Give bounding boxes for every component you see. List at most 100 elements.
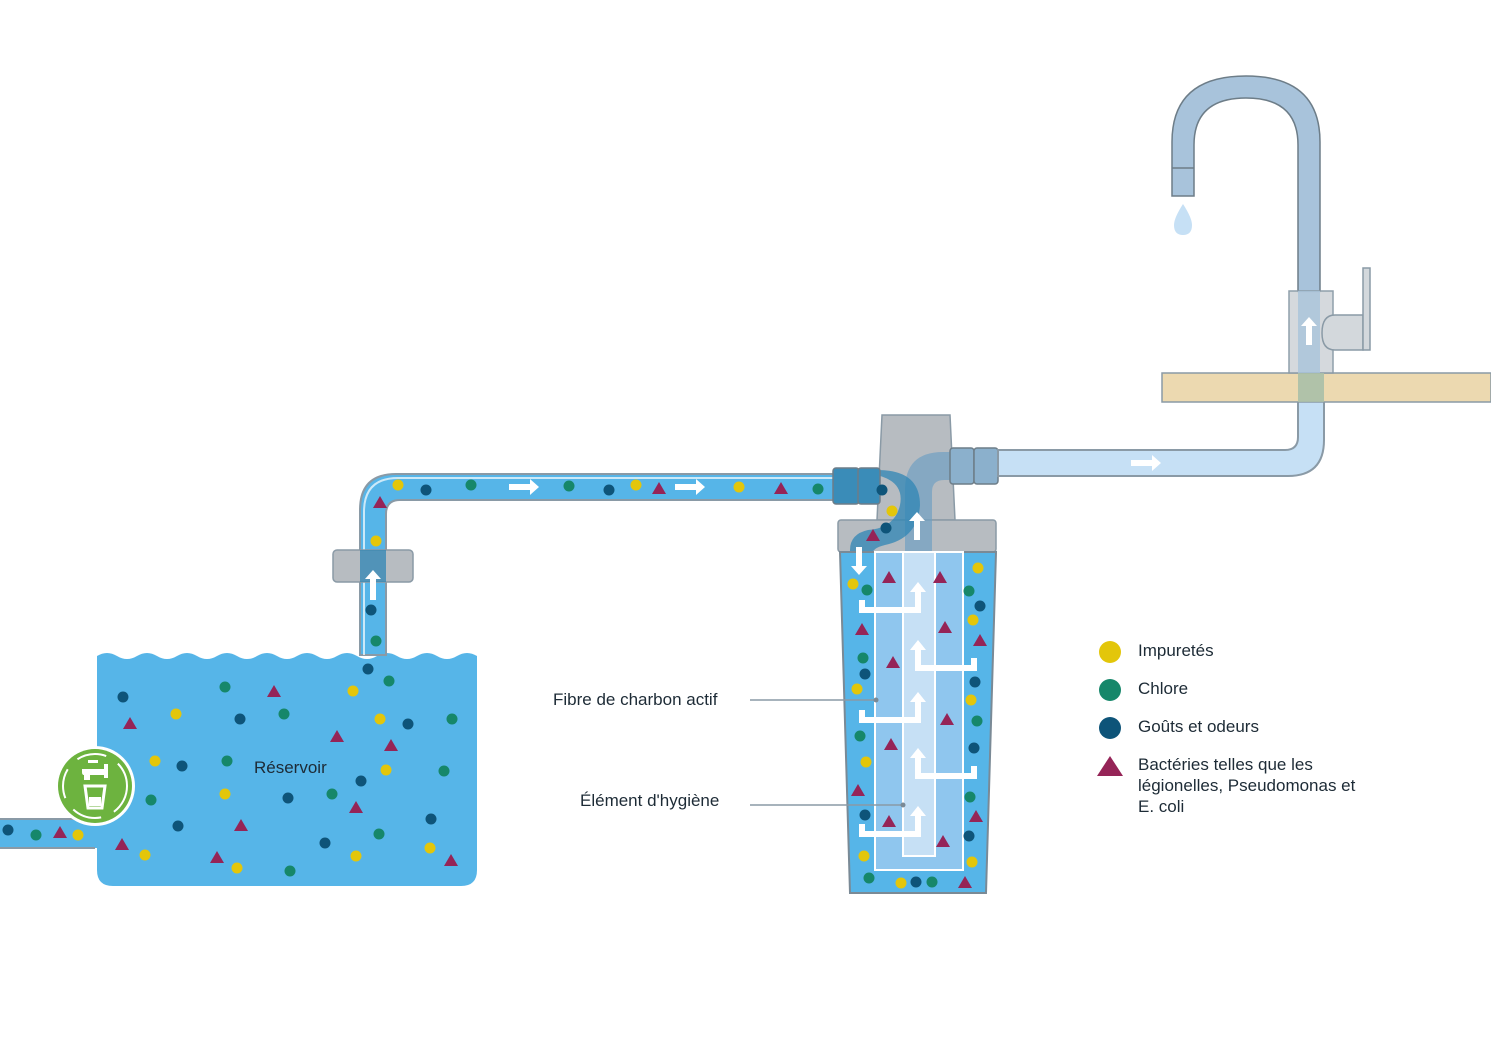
particle-dot — [282, 792, 294, 804]
particle-dot — [2, 824, 14, 836]
bacteria-triangle — [882, 571, 896, 583]
particle-dot — [630, 479, 642, 491]
bacteria-triangle — [969, 810, 983, 822]
bacteria-triangle — [349, 801, 363, 813]
particle-dot — [876, 484, 888, 496]
legend-item-bacteria: Bactéries telles que les légionelles, Ps… — [1096, 754, 1355, 817]
particle-dot — [563, 480, 575, 492]
particle-dot — [966, 856, 978, 868]
particle-dot — [370, 635, 382, 647]
drinking-water-tap-icon — [55, 746, 135, 826]
particle-dot — [362, 663, 374, 675]
particle-dot — [863, 872, 875, 884]
green-dot-icon — [1099, 679, 1121, 701]
bacteria-triangle — [115, 838, 129, 850]
particle-dot — [72, 829, 84, 841]
particle-dot — [812, 483, 824, 495]
legend-label: Chlore — [1138, 679, 1189, 698]
particle-dot — [860, 756, 872, 768]
particle-dot — [221, 755, 233, 767]
bacteria-triangle — [444, 854, 458, 866]
bacteria-triangle — [652, 482, 666, 494]
bacteria-triangle — [53, 826, 67, 838]
bacteria-triangle — [882, 815, 896, 827]
legend-label: Impuretés — [1138, 641, 1214, 660]
particle-dot — [284, 865, 296, 877]
countertop — [1161, 372, 1491, 403]
particle-dot — [857, 652, 869, 664]
particle-dot — [971, 715, 983, 727]
bacteria-triangle — [938, 621, 952, 633]
bacteria-triangle — [373, 496, 387, 508]
flow-arrow-icon — [851, 547, 867, 575]
particle-dot — [964, 791, 976, 803]
particle-dot — [963, 830, 975, 842]
flow-arrow-icon — [915, 758, 977, 779]
particle-dot — [851, 683, 863, 695]
flow-arrow-icon — [365, 570, 381, 600]
particle-dot — [425, 813, 437, 825]
flow-arrow-icon — [859, 592, 921, 613]
bacteria-triangle — [384, 739, 398, 751]
particle-dot — [380, 764, 392, 776]
fibre-label: Fibre de charbon actif — [553, 690, 718, 709]
particle-dot — [234, 713, 246, 725]
bacteria-triangle — [886, 656, 900, 668]
particle-dot — [895, 877, 907, 889]
particle-dot — [886, 505, 898, 517]
particle-dot — [603, 484, 615, 496]
flow-arrow-icon — [1131, 455, 1161, 471]
riser-pipe — [332, 473, 851, 656]
particle-dot — [219, 788, 231, 800]
bacteria-triangle — [958, 876, 972, 888]
bacteria-triangle — [234, 819, 248, 831]
flow-arrow-icon — [909, 512, 925, 540]
particle-dot — [383, 675, 395, 687]
particle-dot — [219, 681, 231, 693]
outlet-pipe — [997, 399, 1325, 477]
flow-arrow-icon — [1301, 317, 1317, 345]
particle-dot — [172, 820, 184, 832]
particle-dot — [170, 708, 182, 720]
particle-dot — [965, 694, 977, 706]
particle-dot — [861, 584, 873, 596]
bacteria-triangle — [936, 835, 950, 847]
particle-dot — [370, 535, 382, 547]
particle-dot — [969, 676, 981, 688]
legend-label: Bactéries telles que les légionelles, Ps… — [1138, 755, 1356, 816]
particle-dot — [967, 614, 979, 626]
particle-dot — [859, 668, 871, 680]
bacteria-triangle — [774, 482, 788, 494]
arrow-head — [910, 692, 926, 702]
reservoir-tank — [97, 653, 477, 886]
bacteria-triangle — [866, 529, 880, 541]
particle-dot — [926, 876, 938, 888]
bacteria-triangle — [123, 717, 137, 729]
bacteria-triangle — [940, 713, 954, 725]
particle-dot — [424, 842, 436, 854]
particle-dot — [278, 708, 290, 720]
particle-dot — [972, 562, 984, 574]
particle-dot — [373, 828, 385, 840]
legend-item-tastes: Goûts et odeurs — [1096, 716, 1355, 740]
bacteria-triangle — [855, 623, 869, 635]
flow-arrow-icon — [859, 816, 921, 837]
flow-arrow-icon — [859, 702, 921, 723]
bacteria-triangle — [973, 634, 987, 646]
yellow-dot-icon — [1099, 641, 1121, 663]
particle-dot — [974, 600, 986, 612]
flow-arrows — [365, 317, 1317, 837]
particle-dot — [374, 713, 386, 725]
particle-dot — [910, 876, 922, 888]
particle-dot — [854, 730, 866, 742]
particle-dot — [420, 484, 432, 496]
particle-dot — [347, 685, 359, 697]
particle-dot — [963, 585, 975, 597]
triangle-icon — [1097, 756, 1123, 776]
particle-dot — [145, 794, 157, 806]
particle-dot — [231, 862, 243, 874]
arrow-head — [910, 582, 926, 592]
particle-dot — [326, 788, 338, 800]
particle-dot — [446, 713, 458, 725]
